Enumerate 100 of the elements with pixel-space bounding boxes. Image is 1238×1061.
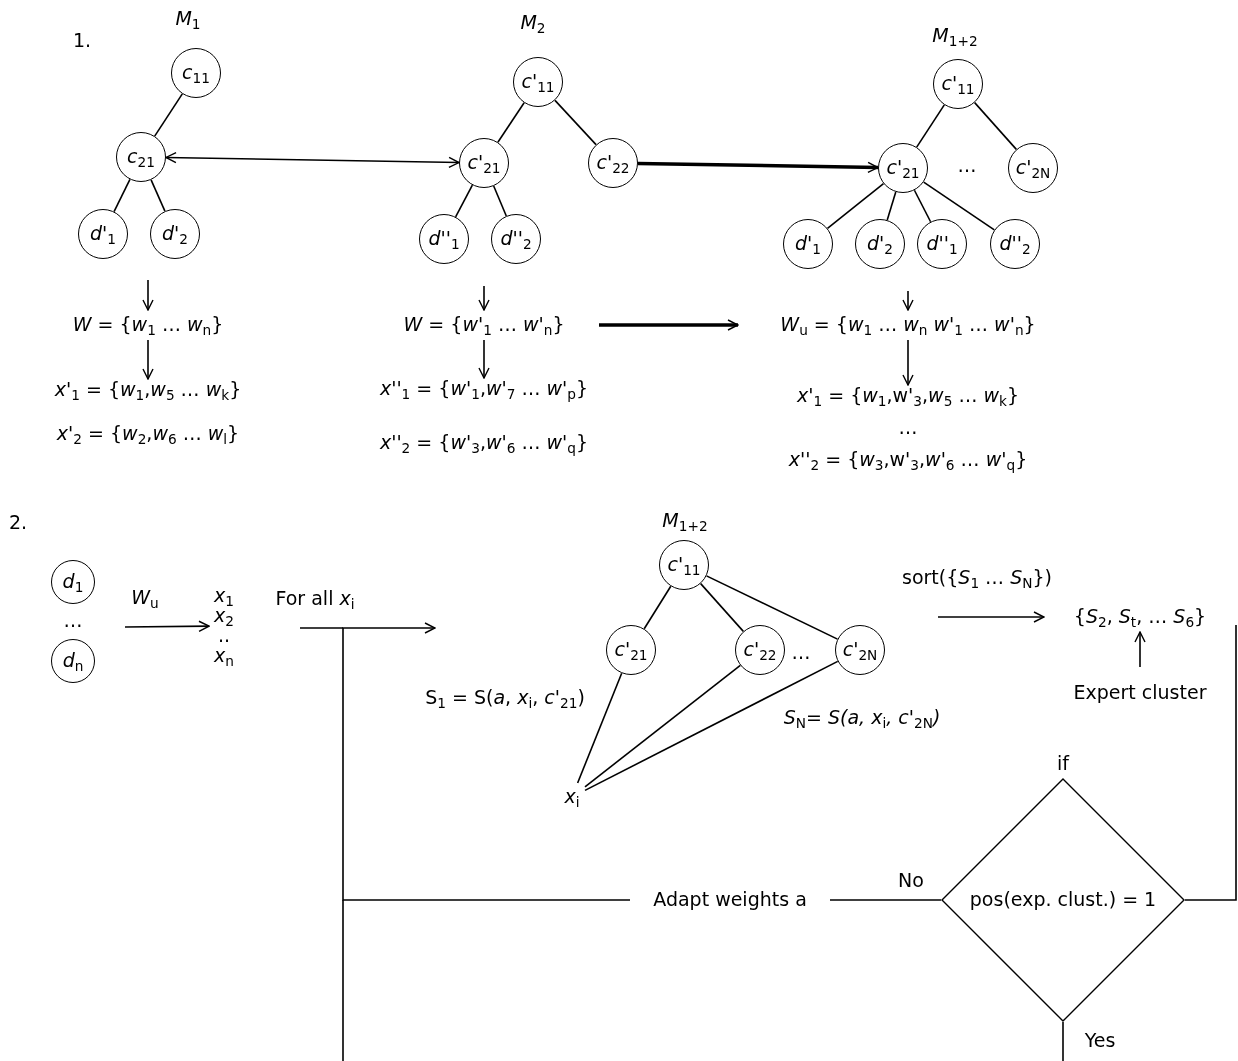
condition-text: pos(exp. clust.) = 1 <box>969 889 1157 911</box>
cluster-circle <box>735 625 785 675</box>
formula-text: W$_{u}$ = {w$_{1}$ … w$_{n}$ w'$_{1}$ … w'$_{n}$} <box>780 314 1036 336</box>
cluster-circle <box>990 219 1040 269</box>
connector-line <box>492 185 508 217</box>
node-label: d''$_{1}$ <box>926 233 958 255</box>
formula-text: x$_{1}$ <box>214 586 234 607</box>
connector-line <box>915 104 946 148</box>
node-label: c'$_{11}$ <box>667 554 701 576</box>
connector-line <box>829 899 942 901</box>
connector-line <box>913 189 932 223</box>
node-caption: M$_{1+2}$ <box>662 509 708 531</box>
implication-arrow <box>599 319 739 331</box>
formula-text: x''$_{1}$ = {w'$_{1}$,w'$_{7}$ … w'$_{p}$} <box>379 378 589 400</box>
connector-line <box>153 93 184 137</box>
cluster-circle <box>659 540 709 590</box>
node-label: c$_{21}$ <box>127 146 155 168</box>
cluster-circle <box>419 214 469 264</box>
formula-text: x'$_{1}$ = {w$_{1}$,w'$_{3}$,w$_{5}$ … w$_{k}$} <box>797 385 1019 407</box>
formula-text: x''$_{2}$ = {w$_{3}$,w'$_{3}$,w'$_{6}$ … w'$_{q}$} <box>788 449 1028 471</box>
formula-text: Adapt weights a <box>653 889 807 911</box>
connector-line <box>826 182 885 230</box>
label-text: 1. <box>72 29 92 51</box>
label-text: … <box>957 154 977 176</box>
node-label: d$_{1}$ <box>62 571 84 593</box>
node-label: d''$_{1}$ <box>428 228 460 250</box>
formula-text: … <box>898 417 918 439</box>
connector-line <box>576 672 623 784</box>
cluster-circle <box>933 59 983 109</box>
formula-text: x''$_{2}$ = {w'$_{3}$,w'$_{6}$ … w'$_{q}$} <box>379 432 589 454</box>
double-headed-arrow <box>165 151 460 169</box>
formula-text: W = {w'$_{1}$ … w'$_{n}$} <box>403 314 565 336</box>
connector-line <box>497 102 525 143</box>
node-caption: M$_{1+2}$ <box>932 24 978 46</box>
connector-line <box>554 99 597 146</box>
node-label: d''$_{2}$ <box>500 228 532 250</box>
cluster-circle <box>491 214 541 264</box>
arrow <box>902 290 914 311</box>
connector-line <box>699 582 745 633</box>
arrow <box>1134 631 1146 668</box>
implication-arrow <box>637 161 879 174</box>
connector-line <box>973 101 1018 151</box>
label-text: … <box>791 641 811 663</box>
cluster-circle <box>150 209 200 259</box>
connector-line <box>150 179 166 212</box>
node-caption: M$_{1}$ <box>175 7 201 29</box>
connector-line <box>1062 1021 1064 1061</box>
cluster-circle <box>606 625 656 675</box>
cluster-circle <box>459 138 509 188</box>
node-label: d'$_{1}$ <box>90 223 116 245</box>
node-label: c'$_{21}$ <box>886 157 920 179</box>
node-label: c'$_{2N}$ <box>842 639 878 661</box>
label-text: … <box>63 609 83 631</box>
cluster-circle <box>116 132 166 182</box>
cluster-circle <box>878 143 928 193</box>
label-text: For all x$_{i}$ <box>275 587 355 609</box>
node-label: d''$_{2}$ <box>999 233 1031 255</box>
connector-line <box>454 184 474 218</box>
arrow <box>142 279 154 311</box>
arrow <box>142 339 154 380</box>
formula-text: x'$_{1}$ = {w$_{1}$,w$_{5}$ … w$_{k}$} <box>54 379 242 401</box>
cluster-circle <box>513 57 563 107</box>
formula-text: .. <box>217 626 231 646</box>
node-label: c'$_{22}$ <box>743 639 777 661</box>
connector-line <box>705 575 839 640</box>
node-label: c'$_{22}$ <box>596 152 630 174</box>
node-label: c'$_{11}$ <box>941 73 975 95</box>
cluster-circle <box>855 219 905 269</box>
formula-text: x$_{n}$ <box>214 645 234 666</box>
arrow <box>478 285 490 311</box>
connector-line <box>922 181 996 231</box>
connector-line <box>1184 624 1237 901</box>
connector-line <box>113 178 131 213</box>
node-caption: if <box>1057 752 1069 774</box>
formula-text: x$_{i}$ <box>564 786 580 808</box>
formula-text: {S$_{2}$, S$_{t}$, … S$_{6}$} <box>1073 606 1207 628</box>
cluster-circle <box>1008 143 1058 193</box>
formula-text: W = {w$_{1}$ … w$_{n}$} <box>72 314 224 336</box>
cluster-circle <box>783 219 833 269</box>
connector-line <box>584 660 839 792</box>
formula-text: x$_{2}$ <box>214 606 234 626</box>
arrow <box>902 339 914 386</box>
cluster-circle <box>78 209 128 259</box>
label-text: 2. <box>8 511 28 533</box>
node-label: c'$_{21}$ <box>614 639 648 661</box>
node-label: c'$_{11}$ <box>521 71 555 93</box>
cluster-circle <box>51 639 95 683</box>
node-label: d'$_{1}$ <box>795 233 821 255</box>
connector-line <box>886 191 897 221</box>
node-label: c'$_{21}$ <box>467 152 501 174</box>
formula-text: Expert cluster <box>1073 680 1207 704</box>
cluster-circle <box>171 48 221 98</box>
cluster-circle <box>588 138 638 188</box>
formula-text: x'$_{2}$ = {w$_{2}$,w$_{6}$ … w$_{l}$} <box>56 423 240 445</box>
connector-line <box>584 664 742 788</box>
cluster-circle <box>835 625 885 675</box>
edge-label: S$_{1}$ = S(a, x$_{i}$, c'$_{21}$) <box>423 686 587 708</box>
node-label: d'$_{2}$ <box>162 223 188 245</box>
node-caption: M$_{2}$ <box>520 11 546 33</box>
node-label: d'$_{2}$ <box>867 233 893 255</box>
